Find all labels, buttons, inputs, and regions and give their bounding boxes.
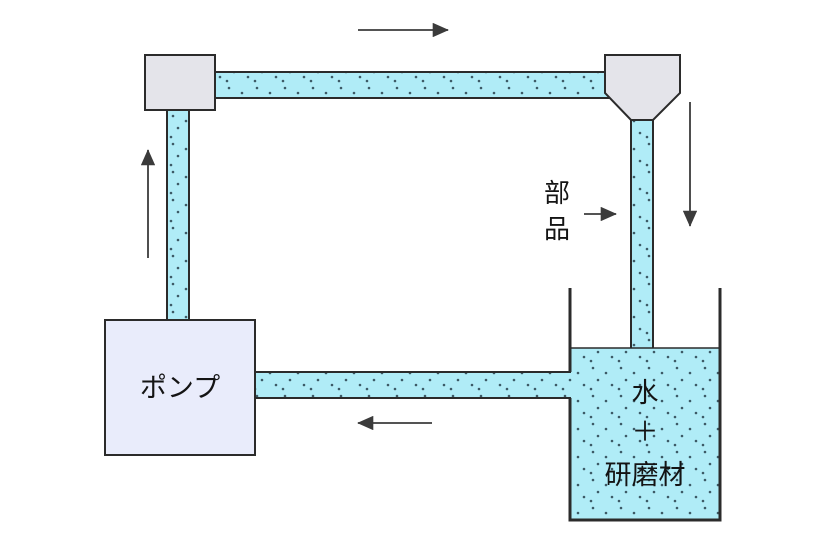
tank-label-abrasive: 研磨材	[605, 460, 686, 490]
tank-label-water: 水	[632, 378, 659, 408]
tank	[568, 288, 722, 522]
pump-box	[104, 319, 256, 456]
pipe-right	[631, 100, 653, 358]
pipe-top	[180, 72, 650, 98]
part-label-top: 部	[544, 178, 570, 208]
tank-label-plus: ＋	[632, 417, 659, 447]
pipe-left	[167, 85, 189, 330]
tank-water	[571, 348, 719, 519]
corner-junction-box	[144, 54, 216, 111]
pipes	[166, 71, 654, 399]
part-label-bottom: 品	[544, 214, 570, 244]
pipe-bottom	[248, 372, 572, 398]
hopper-funnel	[604, 54, 681, 121]
pump-label: ポンプ	[140, 373, 220, 403]
